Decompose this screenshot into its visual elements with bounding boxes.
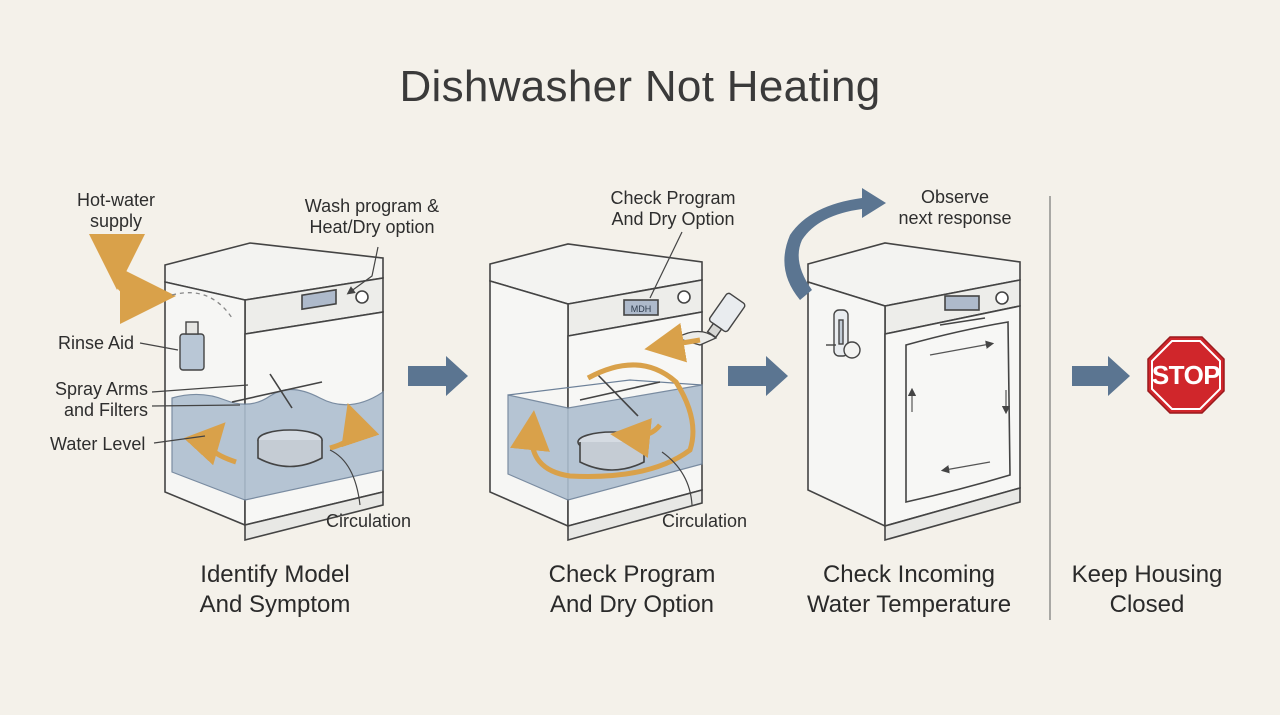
- hot-water-arrow-icon: [89, 234, 176, 324]
- flow-arrow-3-icon: [1072, 356, 1130, 396]
- door-circulation-arrows: [907, 340, 1011, 474]
- flow-arrow-1-icon: [408, 356, 468, 396]
- circulation-arrows-2: [510, 322, 701, 479]
- water-thermometer-icon: [826, 309, 861, 359]
- stop-sign-icon: [1147, 336, 1225, 414]
- dishwasher-1: [164, 242, 384, 542]
- leader-lines-2: [649, 231, 693, 506]
- flow-arrow-2-icon: [728, 356, 788, 396]
- circulation-arrows-1: [183, 403, 380, 466]
- page-title: Dishwasher Not Heating: [399, 62, 881, 111]
- panel-display-text: MDH: [631, 304, 652, 314]
- dishwasher-2: [489, 243, 703, 542]
- rinse-aid-bottle-icon: [179, 321, 205, 371]
- stop-sign-text: STOP: [1151, 360, 1221, 390]
- leader-lines-1: [139, 246, 379, 506]
- water-level-label: Water Level: [50, 434, 146, 454]
- circulation-label-1: Circulation: [326, 511, 412, 531]
- rinse-aid-label: Rinse Aid: [58, 333, 135, 353]
- dishwasher-3: [807, 242, 1021, 542]
- wash-program-label: Wash program &Heat/Dry option: [304, 196, 440, 237]
- observe-arrow-icon: [784, 188, 886, 300]
- circulation-label-2: Circulation: [662, 511, 748, 531]
